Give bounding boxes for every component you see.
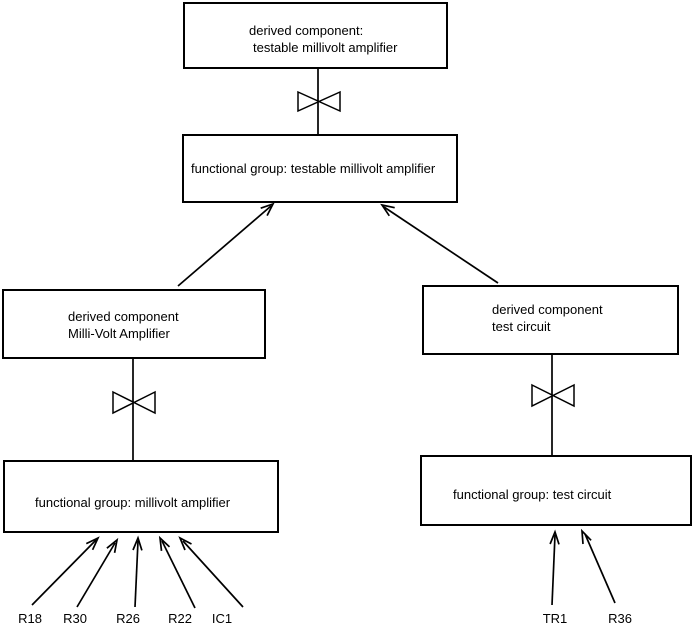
node-functional-group-testable-millivolt-amplifier: functional group: testable millivolt amp… <box>182 134 458 203</box>
arrow-rightderived-to-topfunctional <box>383 206 499 284</box>
arrowhead-r36 <box>580 528 592 545</box>
component-label-r36: R36 <box>608 611 632 626</box>
node-derived-testable-millivolt-amplifier: derived component: testable millivolt am… <box>183 2 448 69</box>
arrow-r26 <box>134 540 139 608</box>
node-label-line2: testable millivolt amplifier <box>253 40 398 55</box>
node-label-line2: Milli-Volt Amplifier <box>68 326 170 341</box>
arrowhead-leftderived <box>260 202 275 216</box>
arrowhead-r22 <box>158 535 171 551</box>
node-label: functional group: testable millivolt amp… <box>191 161 436 176</box>
component-label-ic1: IC1 <box>211 611 233 626</box>
node-label-line2: test circuit <box>492 319 551 334</box>
arrow-r18 <box>31 539 97 606</box>
arrow-r22 <box>161 540 196 609</box>
node-derived-test-circuit: derived component test circuit <box>422 285 679 355</box>
arrow-r36 <box>584 533 616 604</box>
node-label-line1: derived component: <box>249 23 364 38</box>
arrow-leftderived-to-topfunctional <box>177 205 272 287</box>
node-derived-milli-volt-amplifier: derived component Milli-Volt Amplifier <box>2 289 266 359</box>
arrowhead-r26 <box>132 535 143 551</box>
arrowhead-ic1 <box>178 536 192 551</box>
arrow-ic1 <box>182 540 244 608</box>
arrow-tr1 <box>551 534 556 606</box>
node-functional-group-millivolt-amplifier: functional group: millivolt amplifier <box>3 460 279 533</box>
bowtie-icon-right <box>531 383 575 408</box>
bowtie-icon-left <box>112 390 156 415</box>
component-label-r26: R26 <box>116 611 140 626</box>
bowtie-icon-top <box>297 90 341 113</box>
node-label: functional group: test circuit <box>453 487 612 502</box>
node-label-line1: derived component <box>492 302 603 317</box>
component-label-r18: R18 <box>18 611 42 626</box>
component-label-tr1: TR1 <box>542 611 568 626</box>
node-label-line1: derived component <box>68 309 179 324</box>
arrowhead-r18 <box>85 536 100 551</box>
component-label-r30: R30 <box>63 611 87 626</box>
arrowhead-rightderived <box>380 203 395 217</box>
arrowhead-r30 <box>106 537 119 553</box>
arrowhead-tr1 <box>549 529 560 545</box>
node-functional-group-test-circuit: functional group: test circuit <box>420 455 692 526</box>
component-label-r22: R22 <box>168 611 192 626</box>
arrow-r30 <box>76 542 116 608</box>
node-label: functional group: millivolt amplifier <box>35 495 231 510</box>
